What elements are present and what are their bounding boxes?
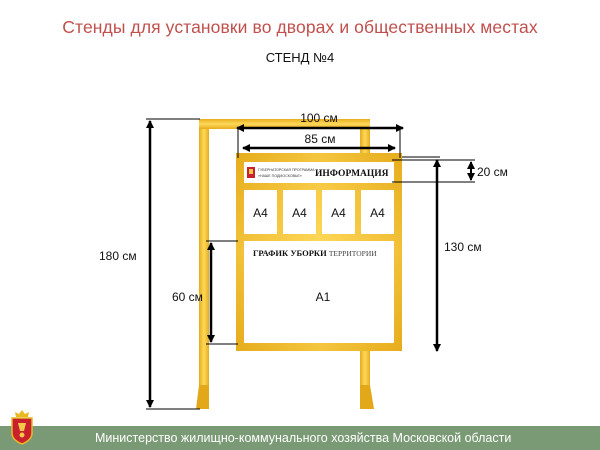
dimension-total-height [146,118,200,410]
dimension-total-width [236,124,404,158]
info-banner [244,162,394,183]
a4-pocket [361,190,394,234]
footer-ministry-text: Министерство жилищно-коммунального хозяй… [95,431,512,445]
dimension-label-panel-width: 85 см [305,132,336,146]
a4-pocket [283,190,316,234]
schedule-title: ГРАФИК УБОРКИ ТЕРРИТОРИИ [253,248,377,258]
dimension-banner-height [392,159,475,183]
info-panel [236,153,402,351]
stand-number-label: СТЕНД №4 [265,50,335,65]
a1-area [244,241,394,343]
left-foot [196,385,209,409]
a4-label: А4 [292,206,307,220]
a4-label: А4 [331,206,346,220]
footer-bar: Министерство жилищно-коммунального хозяй… [0,426,600,450]
dimension-label-banner-height: 20 см [477,165,508,179]
dimension-label-lower-panel-height: 60 см [172,290,203,304]
a4-label: А4 [253,206,268,220]
a4-label: А4 [370,206,385,220]
left-post [199,119,209,409]
dimension-panel-height [402,156,441,352]
a4-pocket [322,190,355,234]
coat-of-arms-icon [11,410,33,445]
banner-title: ИНФОРМАЦИЯ [315,169,389,179]
a1-label: А1 [316,290,331,304]
dimension-label-total-width: 100 см [300,111,338,125]
banner-logo [247,167,255,178]
page-title: Стенды для установки во дворах и обществ… [62,17,538,37]
banner-program-line2: «НАШЕ ПОДМОСКОВЬЕ» [258,174,302,178]
right-foot [360,385,374,409]
dimension-label-total-height: 180 см [99,249,137,263]
a4-pocket [244,190,277,234]
dimension-lower-panel-height [206,240,238,345]
banner-program-line1: ГУБЕРНАТОРСКАЯ ПРОГРАММА [258,168,315,172]
dimension-label-panel-height: 130 см [444,240,482,254]
